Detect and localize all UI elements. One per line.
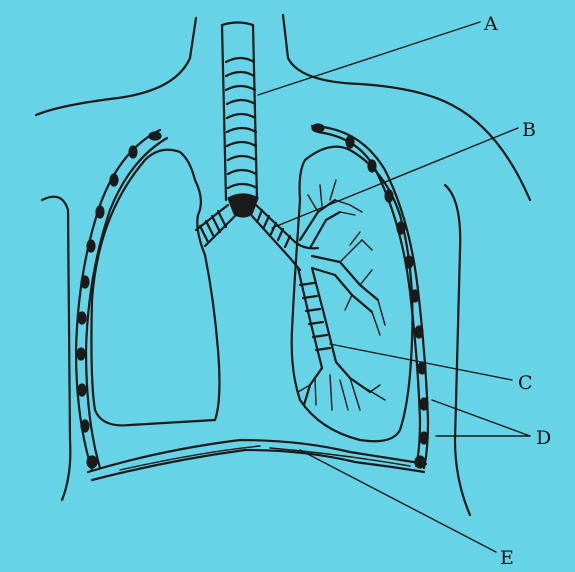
label-b: B — [522, 119, 536, 141]
trachea-left-wall — [222, 25, 226, 200]
trachea-top — [222, 23, 253, 26]
trachea-cartilage-rings — [226, 58, 257, 188]
neck-left-line — [36, 18, 196, 115]
label-a: A — [483, 13, 498, 35]
label-d: D — [536, 427, 551, 449]
torso-right-side — [445, 185, 470, 515]
leader-line-c — [330, 344, 512, 380]
leader-line-b — [272, 128, 518, 228]
right-chain-links — [312, 124, 428, 468]
left-pleura-chain — [76, 130, 167, 470]
label-e: E — [500, 547, 514, 569]
trachea — [222, 23, 258, 218]
left-lung — [91, 150, 219, 426]
leader-lines — [258, 22, 530, 552]
right-pleura-chain — [312, 124, 428, 468]
leader-line-d-upper — [432, 400, 530, 436]
diaphragm — [88, 440, 426, 480]
carina — [228, 194, 258, 217]
neck-right-line — [283, 15, 530, 200]
leader-line-e — [300, 450, 496, 552]
label-c: C — [518, 372, 533, 394]
left-main-bronchus — [196, 205, 236, 246]
body-outline — [36, 15, 530, 515]
torso-left-side — [42, 197, 70, 500]
bronchial-tree — [252, 180, 385, 410]
